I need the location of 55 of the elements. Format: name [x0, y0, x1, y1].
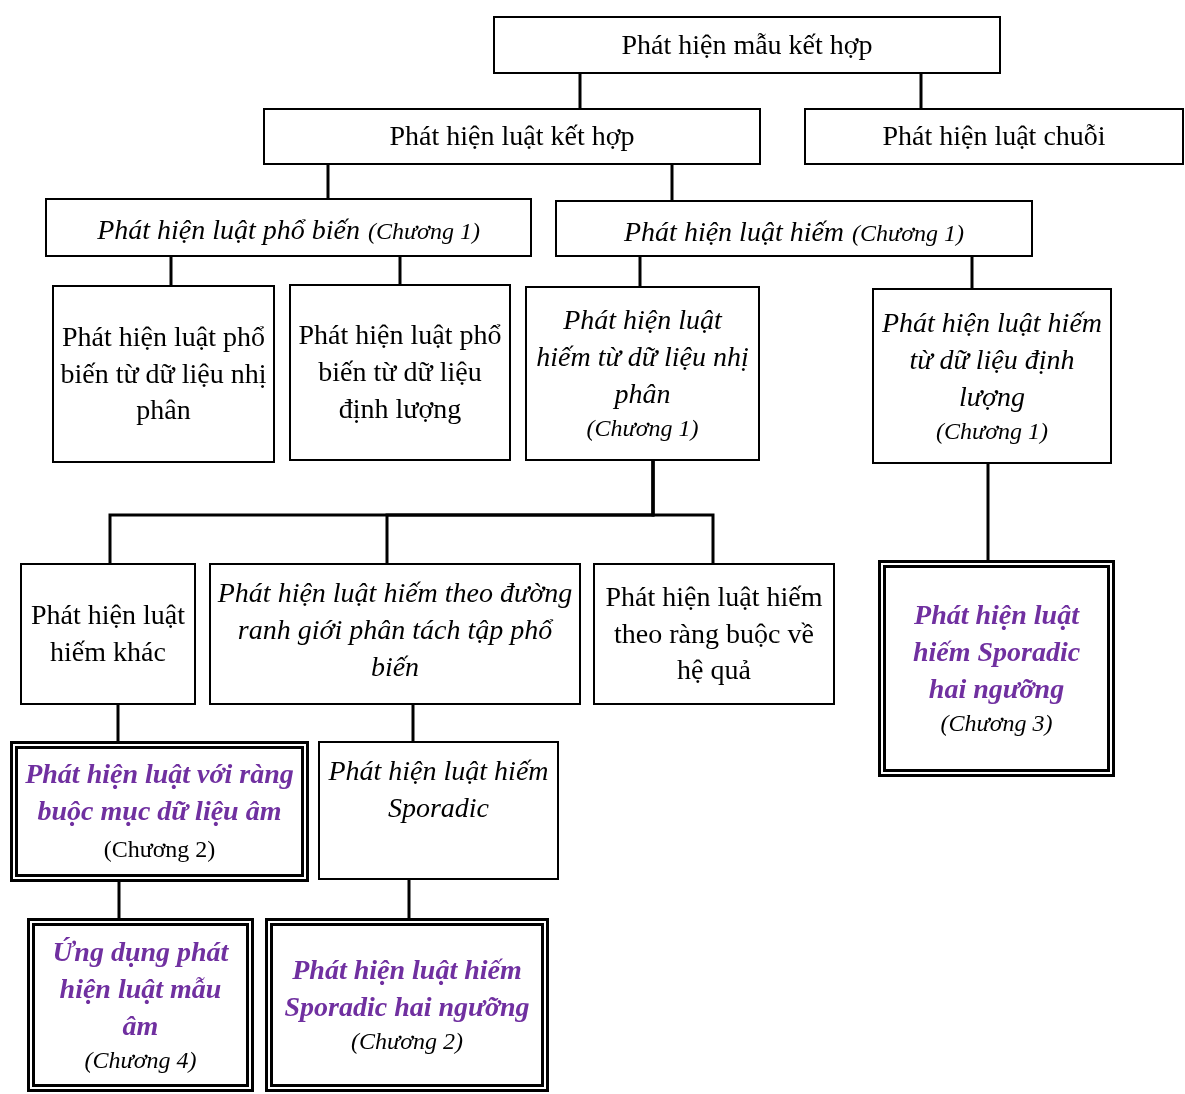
process-box [289, 284, 511, 461]
process-box [872, 288, 1112, 464]
node-label: Phát hiện luật phổ biến từ dữ liệu nhị phân [60, 319, 267, 428]
node-label: Phát hiện luật hiếm từ dữ liệu nhị phân [535, 303, 750, 412]
process-box [45, 198, 532, 257]
chapter-note: (Chương 2) [351, 1027, 463, 1057]
connector-line [638, 257, 642, 286]
node-label: Phát hiện mẫu kết hợp [621, 27, 873, 62]
node-label: Phát hiện luật hiếm [624, 215, 845, 249]
connector-line [398, 257, 402, 284]
node-label: Phát hiện luật phổ biến [97, 213, 360, 247]
node-label: Phát hiện luật hiếm Sporadic [327, 754, 550, 825]
node-label: Phát hiện luật hiếm Sporadic hai ngưỡng [911, 598, 1082, 707]
connector-line [411, 705, 415, 741]
connector-line [326, 165, 330, 198]
connector-line [919, 74, 923, 108]
process-box [525, 286, 760, 461]
process-box [263, 108, 761, 165]
connector-line [407, 880, 411, 918]
chapter-note: (Chương 1) [586, 414, 699, 444]
node-label: Phát hiện luật phổ biến từ dữ liệu định lượng [297, 318, 503, 426]
node-label: Phát hiện luật hiếm Sporadic hai ngưỡng [283, 953, 531, 1025]
connector-line [970, 257, 974, 288]
connector-line [670, 165, 674, 200]
node-label: Phát hiện luật chuỗi [882, 119, 1106, 153]
node-label: Ứng dụng phát hiện luật mẫu âm [51, 934, 230, 1043]
highlight-box [27, 918, 254, 1092]
process-box [209, 563, 581, 705]
connector-line [578, 74, 582, 108]
connector-line [169, 257, 173, 285]
chapter-note: (Chương 4) [84, 1045, 197, 1075]
process-box [493, 16, 1001, 74]
chapter-note: (Chương 1) [852, 219, 964, 248]
process-box [52, 285, 275, 463]
connector-line [116, 705, 120, 741]
process-box [318, 741, 559, 880]
connector-line [986, 464, 990, 560]
node-label: Phát hiện luật với ràng buộc mục dữ liệu âm (Chương 2) [24, 757, 295, 864]
chapter-note: (Chương 3) [940, 709, 1053, 739]
node-label: Phát hiện luật hiếm khác [30, 598, 186, 669]
highlight-box [878, 560, 1115, 777]
process-box [20, 563, 196, 705]
highlight-box [10, 741, 309, 882]
connector-line [117, 882, 121, 918]
highlight-box [265, 918, 549, 1092]
node-label: Phát hiện luật hiếm theo ràng buộc về hệ quả [604, 579, 824, 688]
connector-line [651, 461, 715, 563]
process-box [593, 563, 835, 705]
chapter-note: (Chương 1) [936, 416, 1048, 446]
node-label: Phát hiện luật hiếm theo đường ranh giới phân tách tập phổ biến [217, 576, 573, 684]
process-box [555, 200, 1033, 257]
node-label: Phát hiện luật hiếm từ dữ liệu định lượng [880, 305, 1104, 414]
process-box [804, 108, 1184, 165]
node-label: Phát hiện luật kết hợp [389, 119, 635, 153]
chapter-note: (Chương 1) [368, 217, 480, 246]
